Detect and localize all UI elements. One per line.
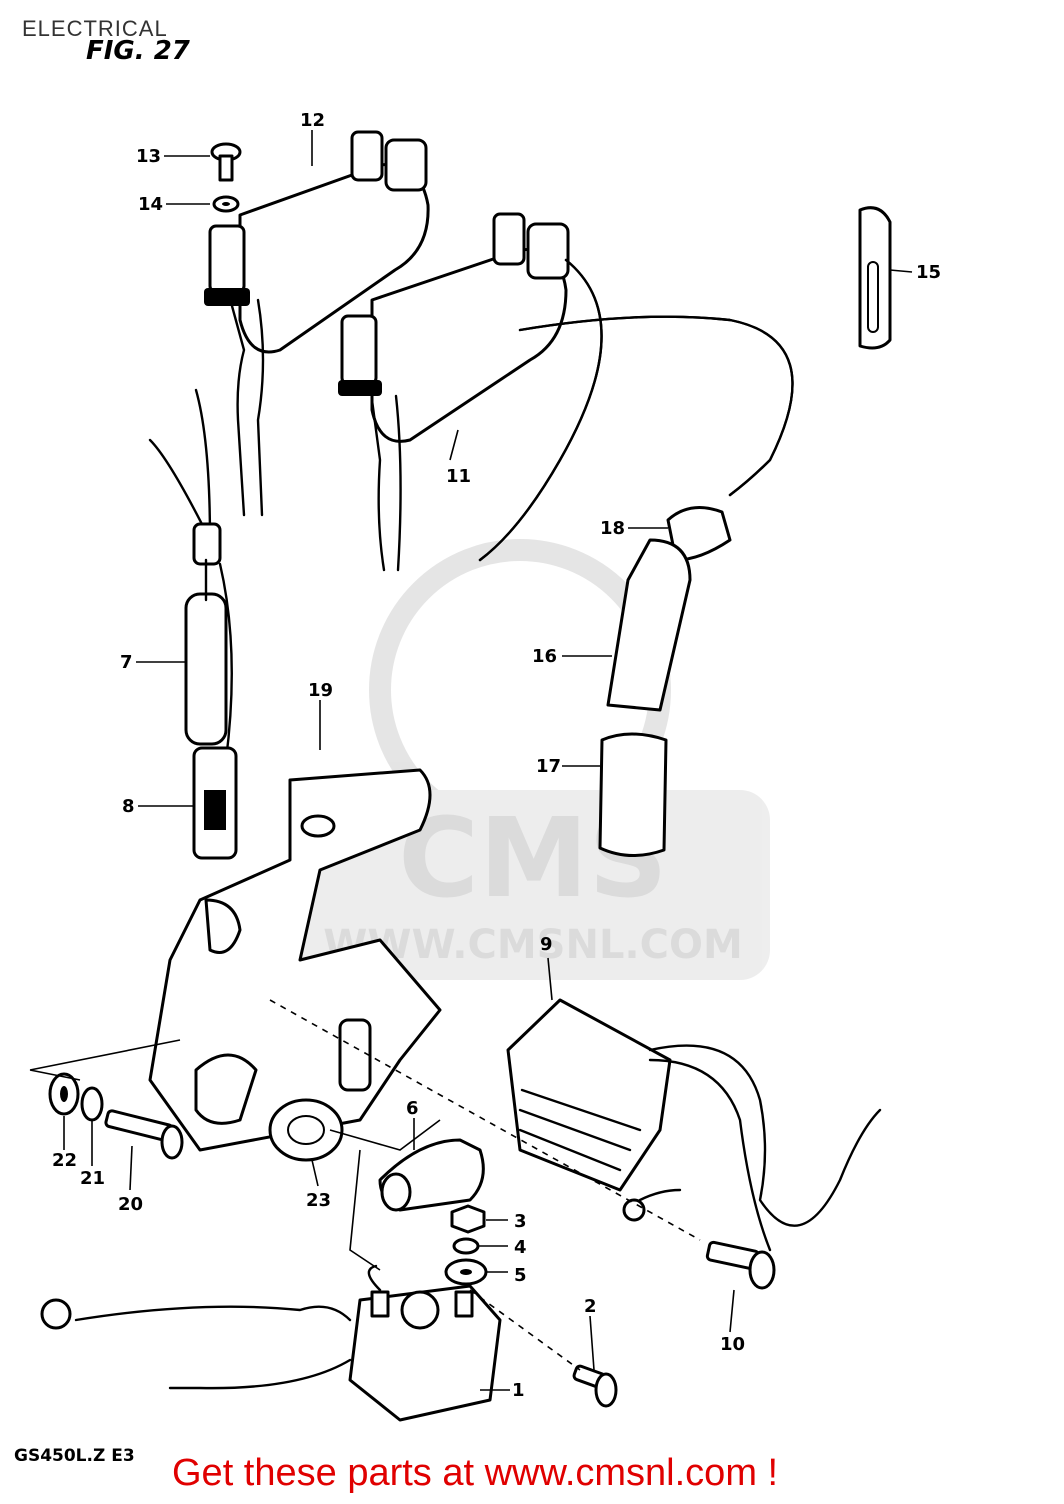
terminal-cap-6[interactable] (378, 1138, 485, 1212)
callout-2: 2 (584, 1296, 597, 1317)
callout-4: 4 (514, 1237, 527, 1258)
get-parts-link[interactable]: Get these parts at www.cmsnl.com ! (172, 1452, 779, 1494)
ignition-coil-11[interactable] (338, 212, 570, 572)
watermark: CMS WWW.CMSNL.COM (296, 539, 770, 980)
fuse-holder-7[interactable] (148, 388, 233, 762)
grommet-23[interactable] (268, 1098, 344, 1162)
model-code: GS450L.Z E3 (14, 1446, 135, 1466)
callout-6: 6 (406, 1098, 419, 1119)
callout-labels: 1 2 3 4 5 6 7 8 9 10 11 12 13 14 15 16 1… (52, 110, 941, 1401)
nut-3[interactable] (450, 1204, 486, 1234)
screw-10[interactable] (705, 1240, 776, 1290)
washer-21[interactable] (80, 1086, 104, 1122)
callout-10: 10 (720, 1334, 745, 1355)
callout-11: 11 (446, 466, 471, 487)
callout-7: 7 (120, 652, 133, 673)
callout-17: 17 (536, 756, 561, 777)
callout-13: 13 (136, 146, 161, 167)
washer-22[interactable] (48, 1072, 80, 1116)
washer-14[interactable] (212, 195, 240, 213)
callout-15: 15 (916, 262, 941, 283)
regulator-rectifier-9[interactable] (506, 998, 882, 1252)
section-title: ELECTRICAL (22, 16, 168, 41)
bracket-15[interactable] (858, 206, 892, 350)
callout-5: 5 (514, 1265, 527, 1286)
screw-13[interactable] (210, 142, 242, 182)
high-tension-leads (478, 258, 794, 562)
screw-2[interactable] (572, 1364, 618, 1408)
figure-label: FIG. 27 (86, 36, 190, 66)
ignition-coil-12[interactable] (204, 130, 430, 517)
spark-plug-cap[interactable] (598, 506, 732, 858)
callout-leaders (63, 130, 913, 1391)
callout-1: 1 (512, 1380, 525, 1401)
callout-20: 20 (118, 1194, 143, 1215)
callout-21: 21 (80, 1168, 105, 1189)
callout-8: 8 (122, 796, 135, 817)
callout-9: 9 (540, 934, 553, 955)
callout-22: 22 (52, 1150, 77, 1171)
callout-12: 12 (300, 110, 325, 131)
bolt-20[interactable] (104, 1109, 184, 1160)
callout-18: 18 (600, 518, 625, 539)
callout-16: 16 (532, 646, 557, 667)
callout-19: 19 (308, 680, 333, 701)
assembly-lines (29, 999, 701, 1371)
callout-14: 14 (138, 194, 163, 215)
callout-3: 3 (514, 1211, 527, 1232)
callout-23: 23 (306, 1190, 331, 1211)
fuse-8[interactable] (192, 746, 238, 860)
washer-5[interactable] (444, 1258, 488, 1286)
washer-4[interactable] (452, 1237, 480, 1255)
starter-relay-1[interactable] (40, 1264, 502, 1422)
